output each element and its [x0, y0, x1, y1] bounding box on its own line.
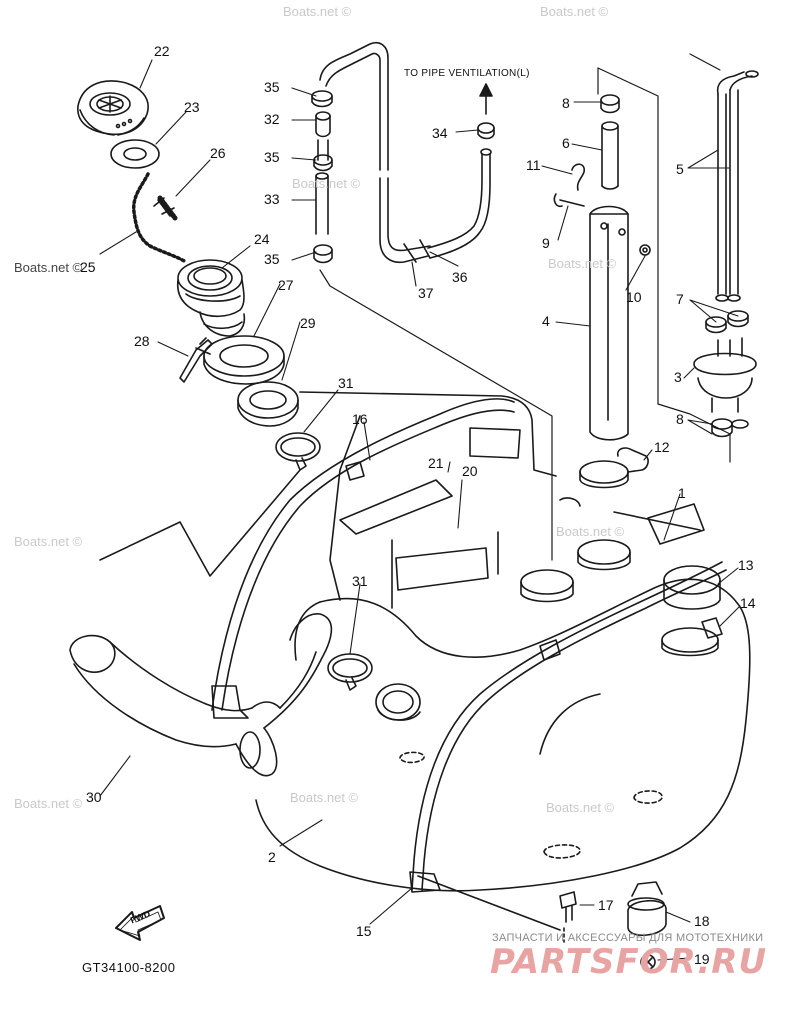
watermark: Boats.net ©	[14, 796, 83, 811]
mount-rings	[520, 447, 723, 657]
brand-name: PARTSFOR.RU	[490, 942, 768, 982]
tank-straps	[211, 398, 727, 893]
callout-33: 33	[264, 191, 280, 207]
callout-18: 18	[694, 913, 710, 929]
callout-16: 16	[352, 411, 368, 427]
callout-36: 36	[452, 269, 468, 285]
watermark: Boats.net ©	[548, 256, 617, 271]
fwd-arrow	[115, 905, 165, 941]
callout-37: 37	[418, 285, 434, 301]
callout-26: 26	[210, 145, 226, 161]
callout-10: 10	[626, 289, 642, 305]
fuel-cap	[77, 80, 149, 136]
watermark: Boats.net ©	[546, 800, 615, 815]
filler-neck	[176, 259, 246, 337]
vent-pipe-note: TO PIPE VENTILATION(L)	[404, 68, 530, 79]
callout-8-bottom: 8	[676, 411, 684, 427]
screw	[153, 195, 178, 221]
watermark: Boats.net ©	[292, 176, 361, 191]
assembly-leader-lines	[319, 53, 731, 561]
vent-pipes-and-fitting	[693, 70, 759, 438]
bead-chain	[132, 172, 188, 264]
callout-13: 13	[738, 557, 754, 573]
callout-28: 28	[134, 333, 150, 349]
watermark: Boats.net ©	[283, 4, 352, 19]
watermark: Boats.net ©	[14, 534, 83, 549]
callout-32: 32	[264, 111, 280, 127]
watermark: Boats.net ©	[14, 260, 83, 275]
mounting-hardware	[417, 875, 667, 970]
nut	[237, 381, 299, 427]
watermark: Boats.net ©	[556, 524, 625, 539]
callout-24: 24	[254, 231, 270, 247]
callout-11: 11	[526, 157, 541, 173]
fuel-sender-unit	[553, 94, 651, 441]
callout-21: 21	[428, 455, 444, 471]
callout-17: 17	[598, 897, 614, 913]
watermark: Boats.net ©	[540, 4, 609, 19]
callout-22: 22	[154, 43, 170, 59]
gasket	[110, 139, 160, 169]
callout-34: 34	[432, 125, 448, 141]
callout-3: 3	[674, 369, 682, 385]
callout-leaders	[99, 59, 741, 961]
callout-15: 15	[356, 923, 372, 939]
fill-hose	[69, 469, 421, 777]
callout-23: 23	[184, 99, 200, 115]
callout-8-top: 8	[562, 95, 570, 111]
callout-27: 27	[278, 277, 294, 293]
callout-5: 5	[676, 161, 684, 177]
callout-30: 30	[86, 789, 102, 805]
callout-29: 29	[300, 315, 316, 331]
callout-31-lower: 31	[352, 573, 368, 589]
drain-pin	[179, 337, 213, 383]
callout-6: 6	[562, 135, 570, 151]
fuel-tank	[255, 391, 751, 892]
callout-35-middle: 35	[264, 149, 280, 165]
callout-19: 19	[694, 951, 710, 967]
rubber-seal	[203, 335, 285, 385]
brand-tagline: ЗАПЧАСТИ И АКСЕССУАРЫ ДЛЯ МОТОТЕХНИКИ	[492, 932, 764, 944]
callout-20: 20	[462, 463, 478, 479]
diagram-code: GT34100-8200	[82, 960, 176, 975]
callout-9: 9	[542, 235, 550, 251]
hose-clamp-upper	[275, 432, 321, 471]
callout-31-upper: 31	[338, 375, 354, 391]
watermark: Boats.net ©	[290, 790, 359, 805]
callout-7: 7	[676, 291, 684, 307]
callout-25: 25	[80, 259, 96, 275]
callout-4: 4	[542, 313, 550, 329]
callout-14: 14	[740, 595, 756, 611]
callout-12: 12	[654, 439, 670, 455]
callout-1: 1	[678, 485, 686, 501]
callout-35-top: 35	[264, 79, 280, 95]
callout-2: 2	[268, 849, 276, 865]
callout-35-bottom: 35	[264, 251, 280, 267]
